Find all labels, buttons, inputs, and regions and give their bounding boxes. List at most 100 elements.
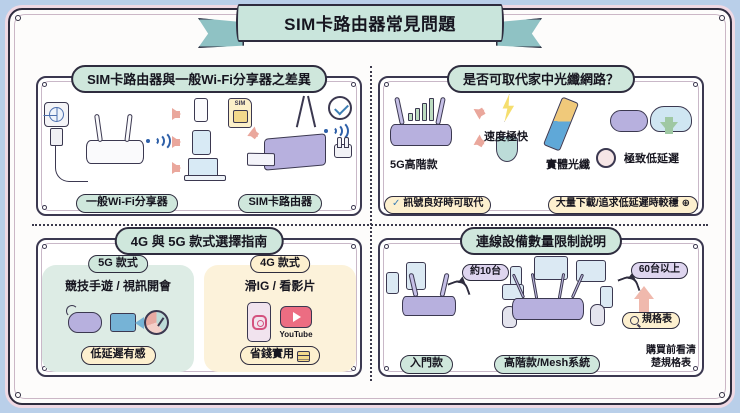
lightning-bolt-icon	[502, 94, 515, 122]
arrow-icon	[172, 162, 181, 174]
mesh-router-icon	[511, 272, 585, 320]
gamepad-icon	[610, 110, 648, 132]
wifi-signal-icon	[146, 130, 171, 152]
card-4g-icons: YouTube	[247, 299, 313, 347]
caption-speed: 速度極快	[484, 131, 528, 143]
panel-title-fiber: 是否可取代家中光纖網路？	[446, 65, 636, 93]
smartphone-icon	[194, 98, 208, 122]
smartphone-icon	[600, 285, 613, 308]
panel-corner-dot	[351, 366, 356, 371]
badge-high-count: 60台以上	[630, 261, 688, 279]
panel-grid: SIM卡路由器與一般Wi-Fi分享器之差異 SIM	[28, 62, 712, 385]
arrow-icon	[473, 104, 488, 120]
check-icon: ✓	[392, 198, 401, 209]
panel-corner-dot	[42, 204, 47, 210]
title-ribbon: SIM卡路由器常見問題	[0, 4, 740, 52]
panel-corner-dot	[693, 366, 698, 371]
panel-corner-dot	[351, 204, 356, 210]
sim-card-icon: SIM	[228, 98, 252, 128]
usb-cable-icon	[50, 128, 88, 182]
smart-speaker-icon	[590, 303, 605, 326]
card-4g-footer: 省錢實用	[240, 346, 320, 365]
download-arrow-icon	[660, 117, 678, 134]
arrow-icon	[247, 126, 262, 142]
spec-note-text: 購買前看清 楚規格表	[646, 345, 696, 369]
panel-body-guide: 5G 款式 競技手遊 / 視訊開會 低延遲有感 4G 款式 滑IG / 看影片	[42, 254, 356, 372]
card-5g: 5G 款式 競技手遊 / 視訊開會 低延遲有感	[42, 254, 194, 372]
router-5g-icon	[390, 124, 452, 146]
tablet-icon	[192, 130, 211, 155]
infographic-frame: SIM卡路由器與一般Wi-Fi分享器之差異 SIM	[8, 8, 732, 405]
caption-fiber-cable: 實體光纖	[546, 159, 590, 171]
youtube-icon: YouTube	[279, 305, 313, 339]
magnifier-icon	[630, 316, 639, 326]
panel-corner-dot	[351, 243, 356, 249]
arrow-icon	[172, 136, 181, 148]
panel-corner-dot	[384, 243, 389, 249]
panel-body-difference: SIM 一般Wi-Fi分享器 SIM卡路由器	[42, 92, 356, 213]
smartphone-icon	[386, 271, 399, 294]
footer-pill-download: 大量下載/追求低延遲時較穩 ⊕	[547, 196, 698, 214]
panel-fiber: 是否可取代家中光纖網路？ 速度極快 5G高階款 實體光纖 極致低延遲	[370, 62, 712, 224]
gamepad-icon	[65, 304, 102, 333]
sim-router-icon	[264, 133, 326, 171]
panel-corner-dot	[693, 243, 698, 249]
panel-body-fiber: 速度極快 5G高階款 實體光纖 極致低延遲 ✓ 訊號良好時可取代 大量下載/追求…	[384, 92, 698, 214]
horizontal-divider	[32, 223, 708, 226]
label-sim-router: SIM卡路由器	[238, 193, 322, 213]
footer-pill-signal-label: 訊號良好時可取代	[403, 198, 484, 209]
card-5g-subtitle: 競技手遊 / 視訊開會	[64, 278, 171, 293]
page-title: SIM卡路由器常見問題	[284, 14, 456, 34]
panel-devices: 連線設備數量限制說明 約10台	[370, 224, 712, 386]
wifi-signal-icon	[324, 120, 349, 142]
frame-corner-dot	[15, 15, 21, 21]
panel-title-guide: 4G 與 5G 款式選擇指南	[114, 226, 284, 255]
caption-router-5g: 5G高階款	[390, 159, 438, 171]
badge-spec-sheet: 規格表	[622, 311, 680, 329]
laptop-icon	[184, 158, 226, 181]
panel-guide: 4G 與 5G 款式選擇指南 5G 款式 競技手遊 / 視訊開會 低延遲有感	[28, 224, 370, 386]
signal-bars-icon	[408, 98, 434, 121]
footer-pill-download-label: 大量下載/追求低延遲時較穩	[555, 198, 679, 209]
youtube-label: YouTube	[279, 329, 313, 339]
power-plug-icon	[334, 137, 352, 158]
label-entry-model: 入門款	[400, 355, 453, 374]
cell-tower-icon	[295, 96, 317, 126]
label-mesh-model: 高階款/Mesh系統	[494, 355, 601, 374]
frame-corner-dot	[15, 392, 21, 398]
video-camera-icon	[109, 312, 144, 332]
fiber-optic-icon	[542, 96, 580, 152]
frame-corner-dot	[719, 15, 725, 21]
footer-pill-signal: ✓ 訊號良好時可取代	[384, 196, 492, 214]
panel-corner-dot	[384, 366, 389, 371]
router-icon	[402, 295, 456, 316]
card-4g-pill: 4G 款式	[250, 254, 310, 274]
card-4g: 4G 款式 滑IG / 看影片 YouTube 省錢實用	[204, 254, 356, 372]
shield-icon	[496, 136, 518, 162]
arrow-icon	[172, 108, 181, 120]
laptop-icon	[534, 255, 568, 280]
fiber-footer-row: ✓ 訊號良好時可取代 大量下載/追求低延遲時較穩 ⊕	[384, 196, 698, 214]
wifi-router-icon	[86, 140, 144, 164]
card-5g-footer: 低延遲有感	[80, 346, 156, 365]
panel-corner-dot	[693, 82, 698, 87]
panel-corner-dot	[384, 82, 389, 87]
card-4g-footer-label: 省錢實用	[250, 348, 294, 361]
panel-title-difference: SIM卡路由器與一般Wi-Fi分享器之差異	[71, 65, 327, 93]
globe-icon	[44, 102, 69, 127]
instagram-phone-icon	[247, 302, 272, 343]
card-4g-subtitle: 滑IG / 看影片	[244, 278, 316, 293]
badge-spec-sheet-label: 規格表	[642, 313, 672, 325]
panel-corner-dot	[42, 82, 47, 87]
check-circle-icon	[328, 96, 352, 120]
badge-entry-count: 約10台	[462, 263, 510, 281]
speed-gauge-icon	[143, 309, 169, 335]
label-wifi-sharer: 一般Wi-Fi分享器	[76, 193, 178, 213]
panel-title-devices: 連線設備數量限制說明	[459, 226, 623, 255]
ribbon-body: SIM卡路由器常見問題	[236, 4, 504, 42]
panel-body-devices: 約10台 60台以上 規格表	[384, 254, 698, 374]
stopwatch-icon	[596, 148, 616, 168]
card-5g-icons	[65, 299, 169, 347]
caption-latency: 極致低延遲	[624, 153, 679, 165]
frame-corner-dot	[719, 392, 725, 398]
